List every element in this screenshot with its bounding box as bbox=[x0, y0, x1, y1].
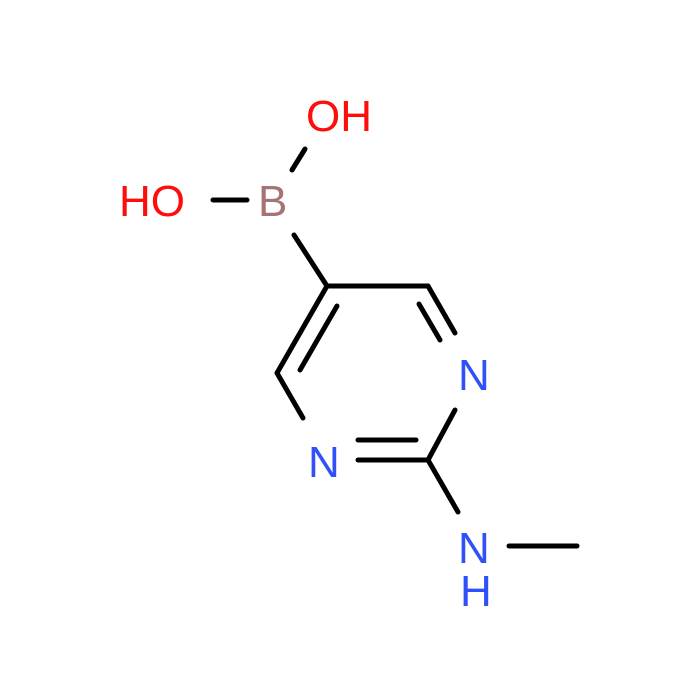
bond-n3-c4 bbox=[274, 370, 306, 421]
bond-c2-nh bbox=[425, 457, 461, 515]
atom-labels: OH HO B N N N H bbox=[119, 92, 492, 616]
amine-hydrogen-label: H bbox=[460, 567, 492, 616]
ring-nitrogen-right-label: N bbox=[458, 351, 490, 400]
bond-c4-c5-inner bbox=[297, 303, 340, 373]
bond-c4-c5-outer bbox=[274, 283, 330, 376]
bond-c6-n1-outer bbox=[425, 283, 458, 336]
hydroxyl-top-label: OH bbox=[306, 92, 372, 141]
bonds bbox=[210, 146, 580, 549]
bond-b-c5 bbox=[291, 232, 330, 289]
boron-label: B bbox=[258, 177, 287, 226]
bond-n1-c2 bbox=[425, 407, 458, 463]
hydroxyl-left-label: HO bbox=[119, 177, 185, 226]
amine-nitrogen-label: N bbox=[458, 524, 490, 573]
bond-c6-n1-inner bbox=[416, 301, 443, 343]
bond-b-oh-top bbox=[289, 146, 308, 173]
ring-nitrogen-left-label: N bbox=[308, 438, 340, 487]
